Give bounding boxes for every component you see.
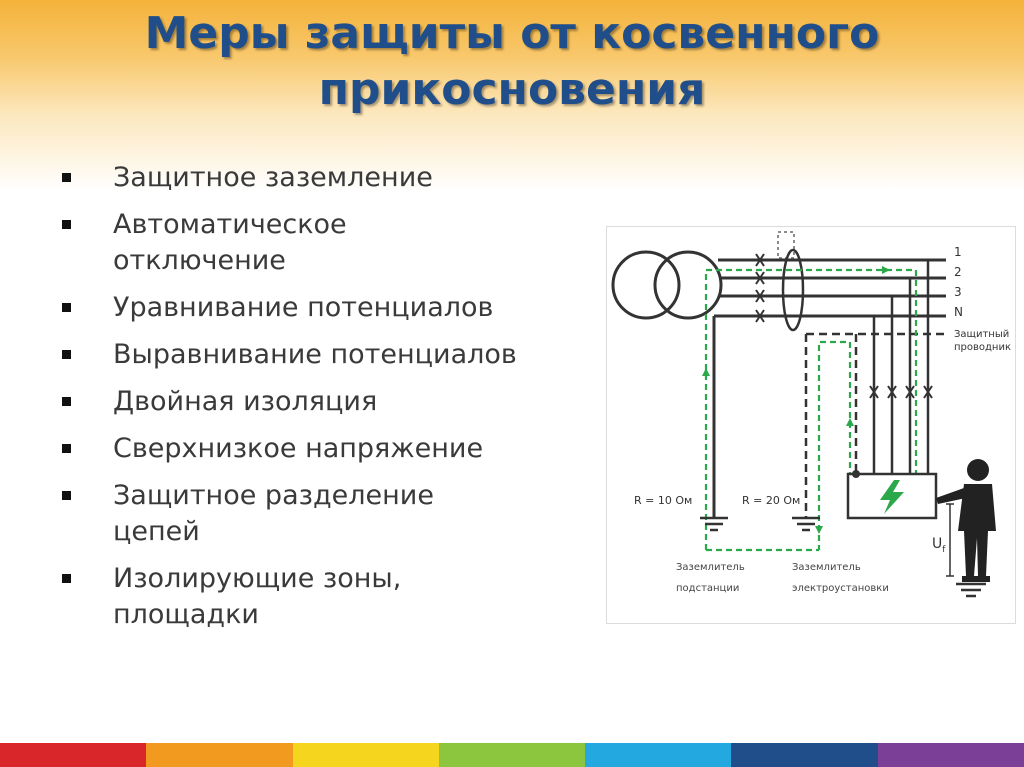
transformer-winding-left [611, 250, 681, 320]
bullet-item: Защитное разделение цепей [58, 478, 598, 550]
color-bar-segment [0, 743, 147, 767]
fault-current-arrows-icon [702, 266, 890, 534]
fault-current-path [704, 268, 918, 552]
bullet-item: Защитное заземление [58, 160, 598, 196]
bullet-marker-icon [62, 220, 71, 229]
touch-voltage-arrow [946, 503, 954, 577]
slide-title-line-1: Меры защиты от косвенного [144, 8, 880, 59]
bullet-marker-icon [62, 173, 71, 182]
bullet-marker-icon [62, 397, 71, 406]
bullet-marker-icon [62, 574, 71, 583]
line-label-3: 3 [954, 285, 962, 299]
ground-installation-label-2: электроустановки [792, 583, 889, 594]
bullet-list: Защитное заземление Автоматическое отключ… [58, 160, 598, 644]
current-transformer-ring [781, 248, 805, 332]
bullet-item: Автоматическое отключение [58, 207, 598, 279]
bullet-text: Выравнивание потенциалов [113, 339, 517, 370]
bullet-text-continuation: площадки [113, 599, 259, 630]
bullet-marker-icon [62, 350, 71, 359]
ground-substation-label: Заземлитель [676, 562, 745, 573]
bullet-item: Изолирующие зоны, площадки [58, 561, 598, 633]
slide-title-line-2: прикосновения [318, 64, 706, 115]
header-band [0, 0, 1024, 190]
bullet-item: Уравнивание потенциалов [58, 290, 598, 326]
protective-conductor-label-2: проводник [954, 342, 1011, 353]
color-bar-segment [731, 743, 878, 767]
transformer-winding-right [653, 250, 723, 320]
bullet-text: Сверхнизкое напряжение [113, 433, 484, 464]
consumer-feeders [872, 260, 930, 474]
bullet-text-continuation: отключение [113, 245, 286, 276]
ground-installation-label: Заземлитель [792, 562, 861, 573]
protective-conductor [804, 332, 946, 518]
ground-junction-dot [852, 470, 860, 478]
bullet-marker-icon [62, 491, 71, 500]
color-bar-segment [585, 743, 732, 767]
bullet-item: Сверхнизкое напряжение [58, 431, 598, 467]
touch-voltage-label: Uf [932, 536, 946, 555]
bullet-marker-icon [62, 444, 71, 453]
bullet-text: Автоматическое [113, 209, 347, 240]
bullet-text: Защитное разделение [113, 480, 434, 511]
line-label-n: N [954, 305, 963, 319]
bullet-text: Изолирующие зоны, [113, 563, 402, 594]
color-bar-segment [438, 743, 586, 767]
person-figure-icon [936, 459, 996, 582]
protective-earthing-diagram: 1 2 3 N Защитный проводник R = 10 Ом R =… [606, 226, 1016, 624]
ground-substation-icon [700, 516, 728, 532]
bullet-text: Защитное заземление [113, 162, 433, 193]
color-bar-segment [877, 743, 1024, 767]
source-breaker-icon [755, 253, 765, 323]
line-label-1: 1 [954, 245, 962, 259]
slide-title: Меры защиты от косвенного прикосновения [0, 6, 1024, 118]
ground-person-icon [956, 582, 986, 598]
ground-installation-icon [792, 516, 820, 532]
bullet-item: Двойная изоляция [58, 384, 598, 420]
color-bar-segment [292, 743, 439, 767]
color-bar-segment [146, 743, 293, 767]
protective-conductor-label: Защитный [954, 329, 1009, 340]
line-label-2: 2 [954, 265, 962, 279]
phase-lines [714, 258, 946, 318]
consumer-breaker-icon [869, 385, 933, 399]
lightning-bolt-icon [880, 480, 904, 514]
touch-voltage-symbol: U [932, 536, 942, 552]
bullet-text: Уравнивание потенциалов [113, 292, 494, 323]
bullet-text-continuation: цепей [113, 516, 200, 547]
resistance-substation-label: R = 10 Ом [634, 494, 692, 507]
touch-voltage-subscript: f [942, 545, 946, 555]
resistance-installation-label: R = 20 Ом [742, 494, 800, 507]
ground-substation-label-2: подстанции [676, 583, 739, 594]
footer-color-bar [0, 743, 1024, 767]
bullet-text: Двойная изоляция [113, 386, 378, 417]
bullet-marker-icon [62, 303, 71, 312]
bullet-item: Выравнивание потенциалов [58, 337, 598, 373]
